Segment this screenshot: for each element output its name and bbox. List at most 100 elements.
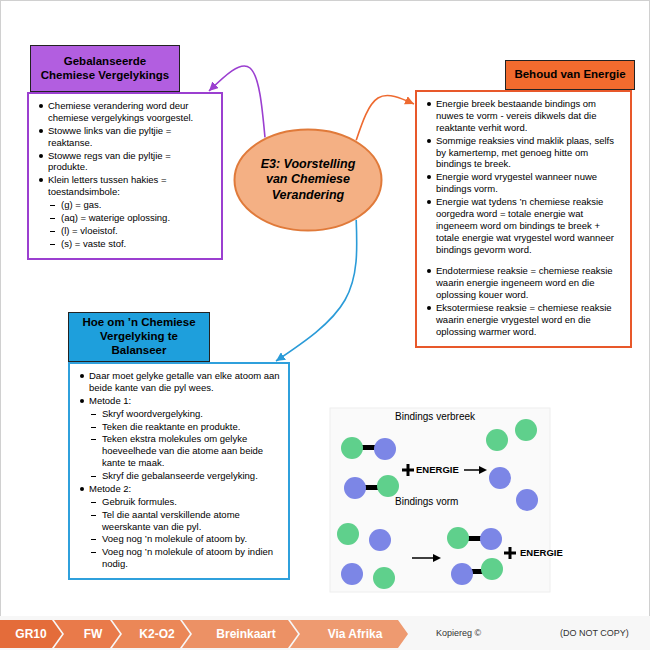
topic-box: Gebalanseerde Chemiese VergelykingsChemi…	[27, 45, 223, 260]
bullet-text: Gebruik formules.	[102, 496, 177, 507]
bond-picture	[330, 408, 550, 592]
bullet-text: Stowwe links van die pyltjie = reaktanse…	[48, 125, 171, 148]
sub-item: (aq) = waterige oplossing.	[37, 212, 213, 224]
footer-label: Via Afrika	[290, 620, 414, 648]
sub-item: Teken die reaktante en produkte.	[78, 421, 280, 433]
bullet-mark	[39, 104, 43, 108]
bullet-text: Energie wat tydens ’n chemiese reaksie o…	[436, 196, 614, 255]
footer-label: GR10	[0, 620, 62, 648]
bullet-text: Energie word vrygestel wanneer nuwe bind…	[436, 171, 597, 194]
bullet-item: Metode 2:	[78, 483, 280, 495]
box-body: Chemiese verandering word deur chemiese …	[27, 92, 223, 260]
bullet-mark	[91, 515, 96, 516]
bullet-text: Teken ekstra molekules om gelyke hoeveel…	[102, 433, 263, 468]
footer-label: K2-O2	[112, 620, 196, 648]
bullet-item: Klein letters tussen hakies = toestandsi…	[37, 174, 213, 198]
footer-chevron: K2-O2	[112, 620, 190, 648]
footer-chevron: GR10	[0, 620, 62, 648]
bullet-text: Skryf die gebalanseerde vergelyking.	[102, 470, 258, 481]
bullet-text: Chemiese verandering word deur chemiese …	[48, 100, 193, 123]
bullet-item: Eksotermiese reaksie = chemiese reaksie …	[425, 302, 622, 338]
bullet-item: Endotermiese reaksie = chemiese reaksie …	[425, 265, 622, 301]
bullet-mark	[91, 539, 96, 540]
bullet-text: Endotermiese reaksie = chemiese reaksie …	[436, 265, 613, 300]
bullet-text: Teken die reaktante en produkte.	[102, 421, 240, 432]
bullet-text: Tel die aantal verskillende atome weersk…	[102, 509, 240, 532]
footer-band	[0, 616, 650, 650]
bullet-mark	[91, 502, 96, 503]
bullet-text: Metode 1:	[89, 395, 131, 406]
bullet-mark	[39, 129, 43, 133]
topic-title: E3: Voorstelling van Chemiese Veranderin…	[233, 128, 383, 232]
bullet-mark	[39, 178, 43, 182]
bullet-mark	[50, 231, 55, 232]
bullet-mark	[80, 374, 84, 378]
footer-chevron: Breinkaart	[182, 620, 298, 648]
bullet-mark	[427, 139, 431, 143]
picture-caption: Bindings verbreek	[395, 411, 475, 422]
sub-item: Gebruik formules.	[78, 496, 280, 508]
sub-item: Teken ekstra molekules om gelyke hoeveel…	[78, 433, 280, 469]
central-topic-ellipse: E3: Voorstelling van Chemiese Veranderin…	[233, 128, 383, 232]
bullet-mark	[427, 175, 431, 179]
bullet-text: Voeg nog ’n molekule of atoom by indien …	[102, 546, 273, 569]
sub-item: Voeg nog ’n molekule of atoom by.	[78, 533, 280, 545]
bullet-mark	[80, 399, 84, 403]
bullet-mark	[80, 487, 84, 491]
bullet-mark	[50, 218, 55, 219]
bullet-text: Skryf woordvergelyking.	[102, 408, 203, 419]
curved-arrow	[276, 220, 357, 361]
bullet-item: Sommige reaksies vind maklik plaas, self…	[425, 135, 622, 171]
bullet-mark	[91, 552, 96, 553]
bullet-item: Chemiese verandering word deur chemiese …	[37, 100, 213, 124]
bullet-mark	[91, 427, 96, 428]
sub-item: (s) = vaste stof.	[37, 238, 213, 250]
bullet-text: (s) = vaste stof.	[61, 238, 126, 249]
copyright-note: (DO NOT COPY)	[560, 628, 629, 638]
bullet-item: Energie wat tydens ’n chemiese reaksie o…	[425, 196, 622, 255]
bullet-text: Eksotermiese reaksie = chemiese reaksie …	[436, 302, 612, 337]
topic-box: Hoe om ’n Chemiese Vergelyking te Balans…	[68, 312, 290, 580]
bullet-mark	[427, 269, 431, 273]
bullet-mark	[427, 102, 431, 106]
bullet-text: (g) = gas.	[61, 199, 101, 210]
bullet-mark	[427, 200, 431, 204]
footer-chevron: Via Afrika	[290, 620, 408, 648]
bullet-text: Stowwe regs van die pyltjie = produkte.	[48, 150, 171, 173]
bullet-item: Energie breek bestaande bindings om nuwe…	[425, 98, 622, 134]
bullet-mark	[39, 154, 43, 158]
bullet-mark	[50, 244, 55, 245]
curved-arrow	[356, 95, 414, 140]
box-body: Energie breek bestaande bindings om nuwe…	[415, 90, 632, 348]
box-body: Daar moet gelyke getalle van elke atoom …	[68, 362, 290, 580]
bullet-item: Stowwe regs van die pyltjie = produkte.	[37, 150, 213, 174]
bullet-item: Daar moet gelyke getalle van elke atoom …	[78, 370, 280, 394]
bullet-mark	[50, 205, 55, 206]
bullet-text: Metode 2:	[89, 483, 131, 494]
bullet-text: (l) = vloeistof.	[61, 225, 118, 236]
footer-label: Breinkaart	[182, 620, 304, 648]
copyright-note: Kopiereg ©	[436, 628, 481, 638]
topic-box: Behoud van EnergieEnergie breek bestaand…	[415, 60, 635, 348]
sub-item: Tel die aantal verskillende atome weersk…	[78, 509, 280, 533]
bullet-item: Energie word vrygestel wanneer nuwe bind…	[425, 171, 622, 195]
sub-item: (l) = vloeistof.	[37, 225, 213, 237]
sub-item: (g) = gas.	[37, 199, 213, 211]
bullet-text: Daar moet gelyke getalle van elke atoom …	[89, 370, 280, 393]
sub-item: Voeg nog ’n molekule of atoom by indien …	[78, 546, 280, 570]
bullet-mark	[427, 306, 431, 310]
picture-caption: Bindings vorm	[395, 496, 458, 507]
sub-item: Skryf die gebalanseerde vergelyking.	[78, 470, 280, 482]
bullet-item: Metode 1:	[78, 395, 280, 407]
bullet-item: Stowwe links van die pyltjie = reaktanse…	[37, 125, 213, 149]
bullet-mark	[91, 476, 96, 477]
bullet-mark	[91, 414, 96, 415]
bullet-text: Sommige reaksies vind maklik plaas, self…	[436, 135, 614, 170]
box-heading: Behoud van Energie	[505, 60, 635, 90]
bullet-text: Energie breek bestaande bindings om nuwe…	[436, 98, 597, 133]
sub-item: Skryf woordvergelyking.	[78, 408, 280, 420]
footer-chevron: FW	[54, 620, 120, 648]
energy-label: ENERGIE	[416, 464, 459, 475]
bullet-text: (aq) = waterige oplossing.	[61, 212, 170, 223]
